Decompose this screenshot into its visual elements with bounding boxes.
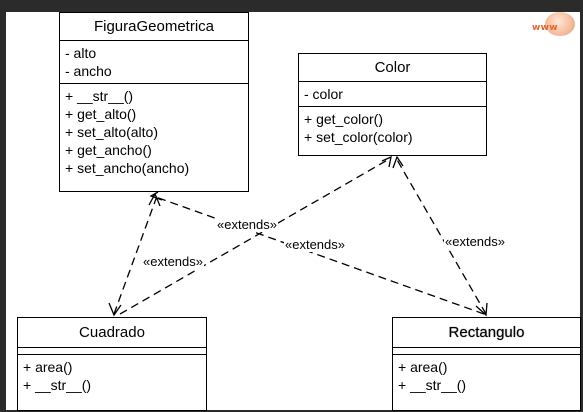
operation: + set_color(color) bbox=[304, 129, 413, 145]
class-name: Cuadrado bbox=[18, 318, 206, 348]
operation: + set_alto(alto) bbox=[65, 124, 158, 140]
corner-logo: www bbox=[525, 10, 583, 42]
window-right-strip bbox=[580, 0, 583, 412]
operation: + get_color() bbox=[304, 111, 383, 127]
class-name: Rectangulo bbox=[393, 318, 580, 348]
window-left-strip bbox=[0, 0, 6, 412]
class-operations: + area() + __str__() bbox=[18, 355, 206, 397]
operation: + set_ancho(ancho) bbox=[65, 160, 190, 176]
edge-cuadrado-color bbox=[119, 157, 392, 315]
operation: + __str__() bbox=[65, 88, 134, 104]
attribute: - color bbox=[304, 86, 343, 102]
arrowhead-rectangulo-1 bbox=[475, 302, 488, 317]
logo-disc bbox=[545, 12, 575, 36]
arrowhead-color-2 bbox=[392, 155, 404, 169]
class-attributes: - color bbox=[299, 82, 486, 107]
operation: + __str__() bbox=[398, 377, 467, 393]
class-attributes bbox=[393, 348, 580, 355]
edge-label-extends: «extends» bbox=[444, 234, 506, 249]
class-cuadrado[interactable]: Cuadrado + area() + __str__() bbox=[17, 317, 207, 411]
attribute: - alto bbox=[65, 45, 97, 61]
class-color[interactable]: Color - color + get_color() + set_color(… bbox=[298, 53, 487, 156]
edge-rectangulo-color bbox=[395, 157, 487, 315]
edge-cuadrado-figura bbox=[113, 195, 158, 315]
edge-label-extends: «extends» bbox=[284, 237, 346, 252]
operation: + get_ancho() bbox=[65, 142, 152, 158]
class-name: Color bbox=[299, 54, 486, 82]
edge-label-extends: «extends» bbox=[142, 254, 204, 269]
logo-text: www bbox=[532, 23, 558, 33]
operation: + area() bbox=[23, 359, 73, 375]
operation: + __str__() bbox=[23, 377, 92, 393]
arrowhead-color-1 bbox=[381, 155, 392, 168]
edge-label-extends: «extends» bbox=[216, 217, 278, 232]
arrowhead-cuadrado-1 bbox=[108, 302, 122, 317]
class-operations: + get_color() + set_color(color) bbox=[299, 107, 486, 149]
class-rectangulo[interactable]: Rectangulo + area() + __str__() bbox=[392, 317, 581, 411]
class-figurageometrica[interactable]: FiguraGeometrica - alto - ancho + __str_… bbox=[59, 12, 249, 192]
edge-rectangulo-figura bbox=[152, 195, 485, 315]
class-name: FiguraGeometrica bbox=[60, 13, 248, 41]
window-bottom-strip bbox=[0, 410, 583, 412]
class-attributes: - alto - ancho bbox=[60, 41, 248, 84]
attribute: - ancho bbox=[65, 63, 112, 79]
arrowhead-figura-2 bbox=[149, 191, 163, 201]
class-attributes bbox=[18, 348, 206, 355]
class-operations: + area() + __str__() bbox=[393, 355, 580, 397]
operation: + area() bbox=[398, 359, 448, 375]
class-operations: + __str__() + get_alto() + set_alto(alto… bbox=[60, 84, 248, 180]
operation: + get_alto() bbox=[65, 106, 137, 122]
window-top-strip bbox=[0, 0, 583, 12]
